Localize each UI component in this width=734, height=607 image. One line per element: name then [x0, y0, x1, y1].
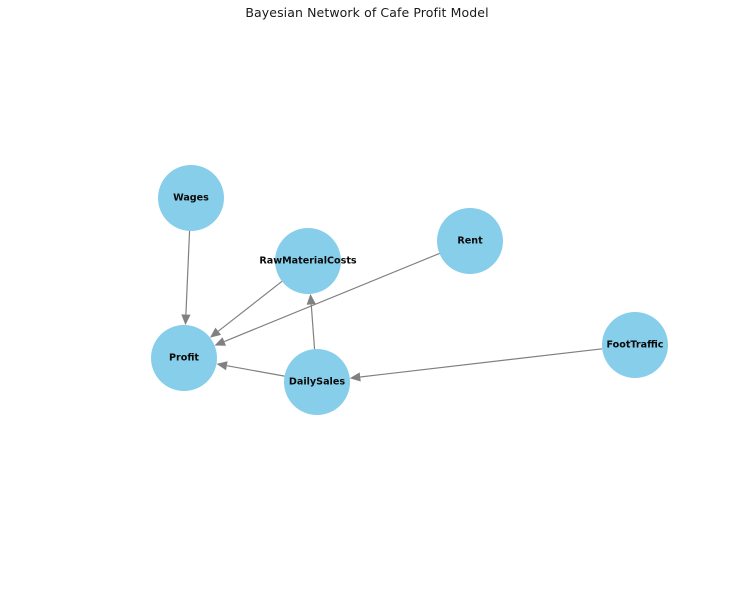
edge-arrowhead-icon — [214, 337, 226, 346]
graph-node-wages[interactable]: Wages — [158, 165, 224, 231]
edge-line — [185, 230, 191, 315]
node-label: RawMaterialCosts — [259, 256, 357, 267]
node-circle[interactable] — [158, 165, 224, 231]
graph-edge — [181, 230, 191, 326]
edge-line — [224, 252, 440, 343]
node-label: Rent — [457, 236, 483, 247]
graph-edge — [306, 293, 316, 350]
node-circle[interactable] — [437, 208, 503, 274]
graph-node-dailysales[interactable]: DailySales — [284, 349, 350, 415]
graph-node-profit[interactable]: Profit — [151, 325, 217, 391]
graph-edge — [209, 280, 283, 338]
figure-title: Bayesian Network of Cafe Profit Model — [245, 5, 489, 20]
graph-node-foottraffic[interactable]: FootTraffic — [602, 312, 668, 378]
graph-node-rent[interactable]: Rent — [437, 208, 503, 274]
graph-edge — [216, 361, 285, 377]
edge-line — [217, 280, 283, 332]
edge-line — [226, 365, 285, 377]
node-label: Profit — [169, 353, 199, 364]
graph-edge — [349, 348, 603, 382]
edges-layer — [181, 230, 603, 382]
node-label: Wages — [173, 193, 209, 204]
edge-arrowhead-icon — [306, 293, 316, 305]
edge-line — [360, 348, 603, 378]
node-circle[interactable] — [275, 228, 341, 294]
node-circle[interactable] — [602, 312, 668, 378]
node-label: DailySales — [289, 377, 345, 388]
node-label: FootTraffic — [606, 340, 663, 351]
edge-arrowhead-icon — [209, 327, 222, 338]
edge-arrowhead-icon — [181, 314, 191, 326]
graph-node-rawmaterialcosts[interactable]: RawMaterialCosts — [259, 228, 357, 294]
node-circle[interactable] — [151, 325, 217, 391]
node-circle[interactable] — [284, 349, 350, 415]
edge-arrowhead-icon — [216, 361, 228, 371]
graph-edge — [214, 252, 440, 346]
edge-arrowhead-icon — [349, 372, 361, 382]
edge-line — [310, 304, 316, 350]
